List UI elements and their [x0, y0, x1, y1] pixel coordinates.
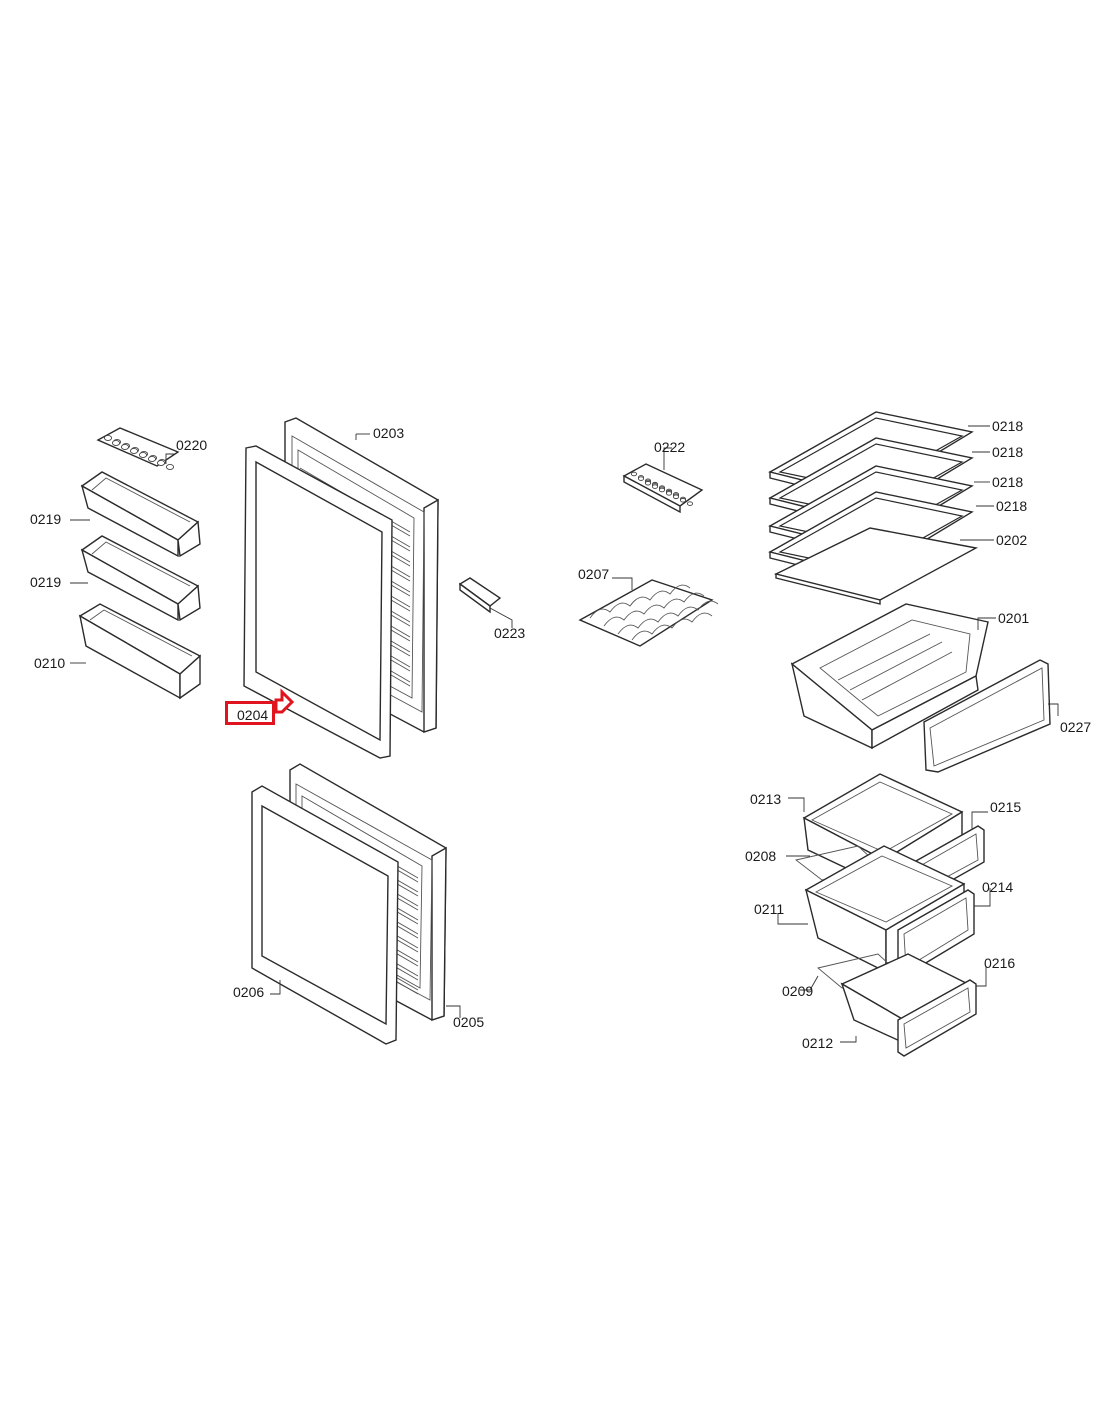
part-label-0222: 0222	[654, 439, 686, 455]
part-label-0204: 0204	[237, 707, 269, 723]
part-label-0202: 0202	[996, 532, 1028, 548]
part-label-0219-upper: 0219	[30, 511, 62, 527]
bottle-shelf-0210	[78, 603, 202, 700]
door-shelf-0219-upper	[80, 471, 201, 558]
highlight-box-0204: 0204	[225, 701, 275, 725]
part-label-0209: 0209	[782, 983, 814, 999]
part-label-0215: 0215	[990, 799, 1022, 815]
door-shelf-0219-lower	[80, 535, 201, 622]
crisper-drawer-0201	[790, 603, 989, 750]
part-label-0218-1: 0218	[992, 418, 1024, 434]
part-label-0227: 0227	[1060, 719, 1092, 735]
part-label-0218-4: 0218	[996, 498, 1028, 514]
part-label-0210: 0210	[34, 655, 66, 671]
glass-plate-0202	[773, 527, 979, 605]
part-label-0218-2: 0218	[992, 444, 1024, 460]
part-label-0220: 0220	[176, 437, 208, 453]
label-card-0223	[458, 577, 502, 614]
part-label-0216: 0216	[984, 955, 1016, 971]
egg-tray-0220	[96, 427, 180, 470]
leader-lines	[70, 425, 1059, 1043]
upper-gasket-0204	[243, 445, 393, 759]
part-label-0203: 0203	[373, 425, 405, 441]
part-label-0212: 0212	[802, 1035, 834, 1051]
ice-tray-0222	[622, 463, 704, 514]
part-label-0211: 0211	[754, 901, 785, 917]
part-label-0208: 0208	[745, 848, 777, 864]
bottle-rack-0207	[578, 579, 719, 647]
drawer-front-0216	[897, 979, 977, 1057]
part-label-0207: 0207	[578, 566, 610, 582]
part-label-0223: 0223	[494, 625, 526, 641]
part-label-0213: 0213	[750, 791, 782, 807]
part-label-0218-3: 0218	[992, 474, 1024, 490]
part-label-0205: 0205	[453, 1014, 485, 1030]
part-label-0214: 0214	[982, 879, 1014, 895]
part-label-0206: 0206	[233, 984, 265, 1000]
highlight-arrow	[274, 688, 295, 714]
lower-gasket-0206	[251, 785, 399, 1045]
part-label-0201: 0201	[998, 610, 1030, 626]
drawer-front-0227	[923, 659, 1051, 773]
part-label-0219-lower: 0219	[30, 574, 62, 590]
